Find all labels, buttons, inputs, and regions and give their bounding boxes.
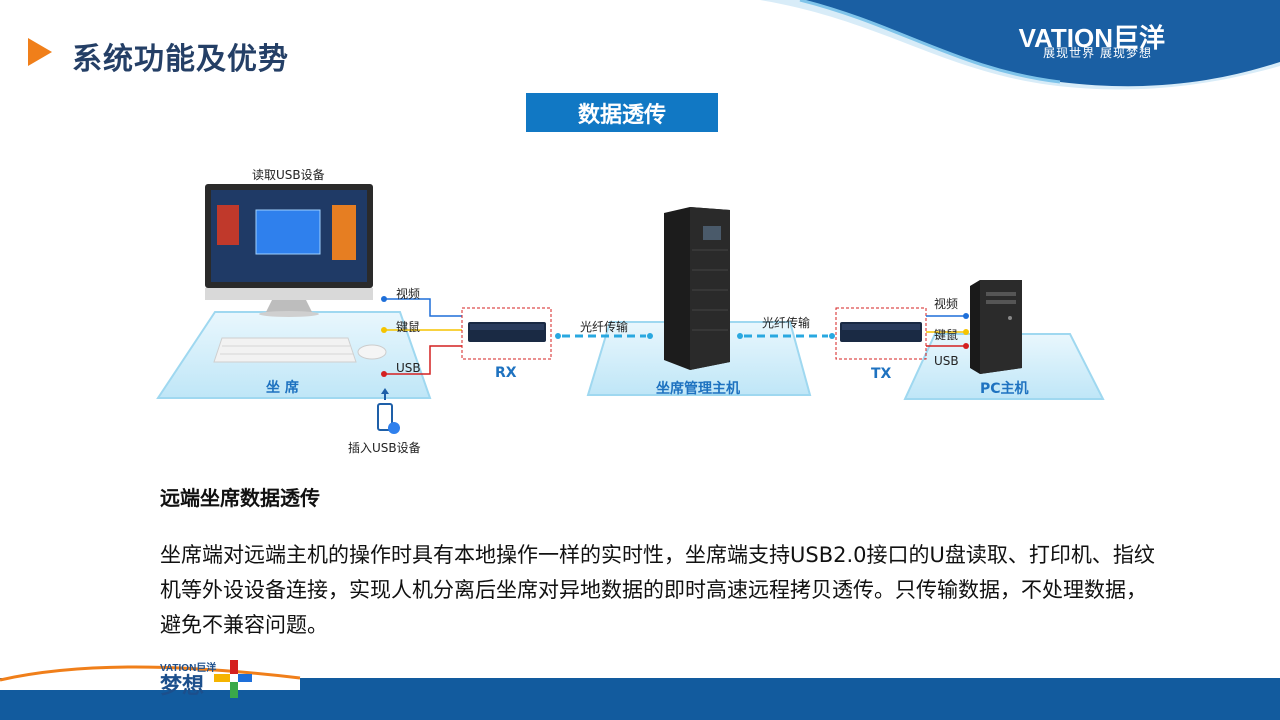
- data-passthrough-diagram: [156, 184, 1105, 434]
- pc-label: PC主机: [980, 381, 1029, 397]
- pc-usb-label: USB: [934, 354, 959, 368]
- seat-usb-label: USB: [396, 361, 421, 375]
- pc-tower-icon: [970, 280, 1022, 374]
- rx-label: RX: [495, 365, 517, 381]
- keyboard-icon: [213, 337, 357, 363]
- tx-box: [835, 307, 927, 360]
- mouse-icon: [357, 344, 387, 360]
- brand-logo: VATION巨洋: [1018, 23, 1165, 53]
- seat-kvm-label: 键鼠: [396, 320, 421, 334]
- read-usb-label: 读取USB设备: [252, 168, 325, 182]
- footer-dream-label: 梦想: [160, 674, 205, 699]
- brand-slogan: 展现世界 展现梦想: [1043, 46, 1152, 60]
- seat-video-label: 视频: [396, 287, 421, 301]
- footer-swoosh: [0, 665, 301, 690]
- pc-video-label: 视频: [934, 297, 959, 311]
- manager-label: 坐席管理主机: [656, 381, 740, 397]
- content-description: 坐席端对远端主机的操作时具有本地操作一样的实时性，坐席端支持USB2.0接口的U…: [160, 543, 1155, 637]
- header-swoosh: [760, 0, 1280, 90]
- footer-brand: VATION巨洋: [160, 663, 217, 674]
- fiber-right-label: 光纤传输: [762, 316, 811, 330]
- fiber-left-label: 光纤传输: [580, 320, 629, 334]
- title-arrow-icon: [28, 38, 52, 66]
- plus-logo-icon: [214, 660, 252, 698]
- usb-stick-icon: [377, 388, 400, 434]
- monitor-icon: [205, 184, 373, 317]
- tx-label: TX: [871, 366, 892, 382]
- seat-label: 坐 席: [266, 380, 299, 396]
- content-subheading: 远端坐席数据透传: [160, 486, 320, 510]
- page-title: 系统功能及优势: [72, 42, 289, 77]
- manager-cabinet-icon: [664, 207, 730, 370]
- pc-kvm-label: 键鼠: [934, 328, 959, 342]
- section-badge: 数据透传: [526, 93, 718, 132]
- insert-usb-label: 插入USB设备: [348, 441, 421, 455]
